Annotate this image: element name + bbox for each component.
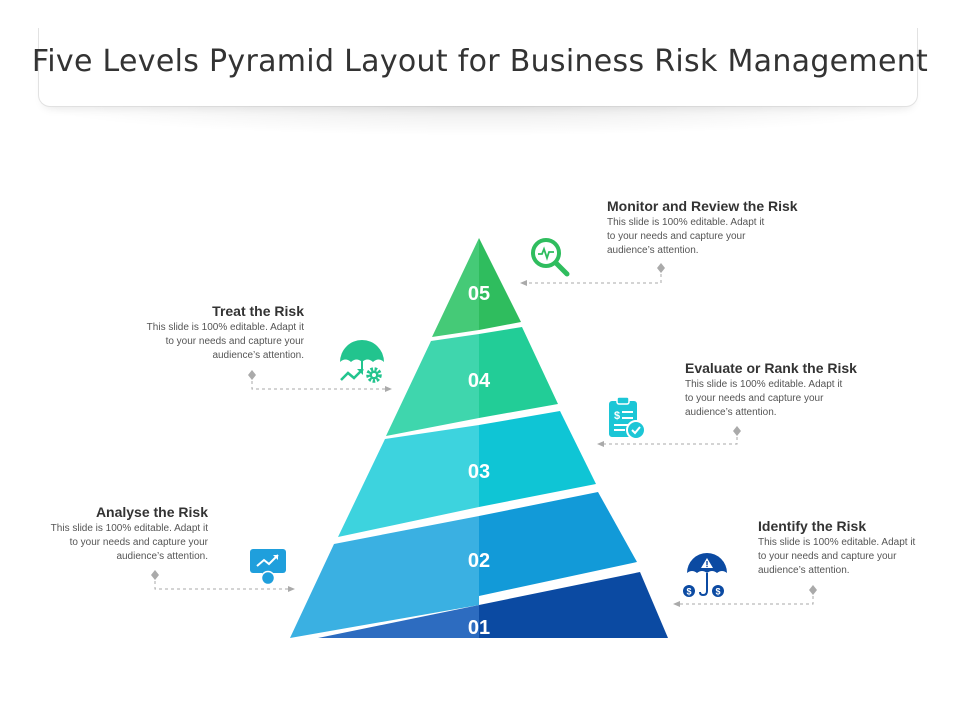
level-number-05: 05: [468, 283, 490, 305]
monitor-line-3: audience’s attention.: [607, 245, 699, 256]
monitor-text-block: Monitor and Review the Risk This slide i…: [607, 198, 847, 258]
pyramid-level-03: 03: [338, 411, 596, 537]
treat-text-block: Treat the Risk This slide is 100% editab…: [104, 303, 304, 363]
analyse-heading: Analyse the Risk: [95, 504, 208, 520]
title-box: [38, 28, 918, 107]
evaluate-text-block: Evaluate or Rank the Risk This slide is …: [685, 360, 905, 420]
chart-person-icon: [250, 549, 286, 586]
svg-text:$: $: [614, 410, 620, 422]
analyse-line-1: This slide is 100% editable. Adapt it: [50, 523, 208, 534]
treat-line-2: to your needs and capture your: [165, 336, 304, 347]
treat-line-1: This slide is 100% editable. Adapt it: [146, 322, 304, 333]
page-title: Five Levels Pyramid Layout for Business …: [31, 44, 929, 79]
clipboard-check-icon: $: [609, 396, 646, 440]
umbrella-growth-gear-icon: [340, 340, 384, 383]
treat-line-3: audience’s attention.: [212, 350, 304, 361]
pyramid-level-04: 04: [386, 327, 558, 436]
evaluate-heading: Evaluate or Rank the Risk: [685, 360, 857, 376]
evaluate-line-2: to your needs and capture your: [685, 393, 824, 404]
monitor-line-2: to your needs and capture your: [607, 231, 746, 242]
level-number-04: 04: [468, 370, 491, 392]
analyse-line-2: to your needs and capture your: [69, 537, 208, 548]
level-number-01: 01: [468, 617, 490, 639]
pyramid-level-01: 01: [318, 572, 668, 639]
identify-line-2: to your needs and capture your: [758, 551, 897, 562]
umbrella-warning-dollar-icon: $ $: [683, 553, 727, 597]
level-number-03: 03: [468, 461, 490, 483]
svg-text:$: $: [715, 587, 720, 597]
identify-line-1: This slide is 100% editable. Adapt it: [758, 537, 916, 548]
level-number-02: 02: [468, 550, 490, 572]
connector-arrows: [288, 280, 680, 607]
magnifier-heartbeat-icon: [531, 238, 570, 277]
connector-lines: [154, 268, 814, 605]
identify-heading: Identify the Risk: [758, 518, 867, 534]
connector-diamonds: [151, 263, 817, 595]
treat-heading: Treat the Risk: [212, 303, 304, 319]
svg-text:$: $: [686, 587, 691, 597]
pyramid-level-02: 02: [290, 492, 637, 638]
identify-text-block: Identify the Risk This slide is 100% edi…: [758, 518, 948, 578]
evaluate-line-1: This slide is 100% editable. Adapt it: [685, 379, 843, 390]
pyramid-level-05: 05: [432, 238, 521, 337]
title-shadow: [30, 106, 930, 136]
identify-line-3: audience’s attention.: [758, 565, 850, 576]
monitor-line-1: This slide is 100% editable. Adapt it: [607, 217, 765, 228]
evaluate-line-3: audience’s attention.: [685, 407, 777, 418]
analyse-line-3: audience’s attention.: [116, 551, 208, 562]
monitor-heading: Monitor and Review the Risk: [607, 198, 798, 214]
analyse-text-block: Analyse the Risk This slide is 100% edit…: [8, 504, 208, 564]
